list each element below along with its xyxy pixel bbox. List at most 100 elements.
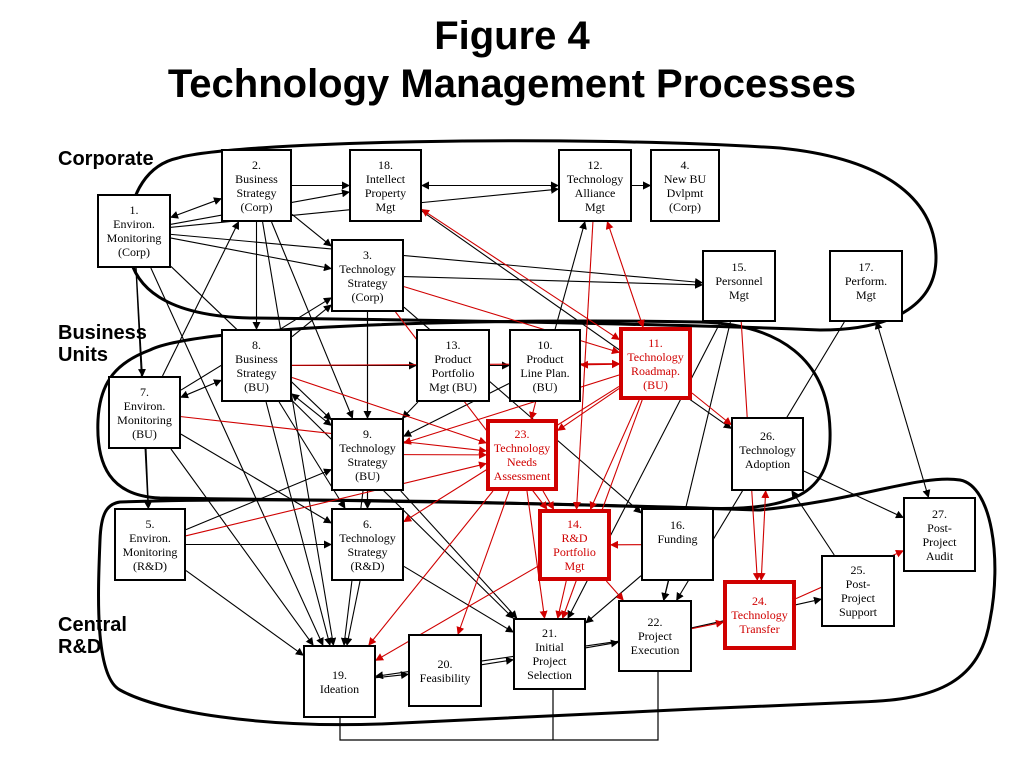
node-label: Personnel Mgt — [715, 274, 763, 302]
node-intellect-property-mgt[interactable]: 18. Intellect Property Mgt — [349, 149, 422, 222]
node-technology-roadmap-bu[interactable]: 11. Technology Roadmap. (BU) — [619, 327, 692, 400]
node-initial-project-selection[interactable]: 21. Initial Project Selection — [513, 618, 586, 690]
node-number: 9. — [363, 426, 372, 441]
node-number: 5. — [145, 516, 155, 531]
node-personnel-mgt[interactable]: 15. Personnel Mgt — [702, 250, 776, 322]
edge-n23-to-n21 — [526, 490, 548, 619]
figure-title-line1: Figure 4 — [434, 14, 590, 58]
edge-n17-to-n27 — [874, 321, 931, 498]
node-environ-monitoring-bu[interactable]: 7. Environ. Monitoring (BU) — [108, 376, 181, 449]
node-technology-adoption[interactable]: 26. Technology Adoption — [731, 417, 804, 491]
node-technology-strategy-rd[interactable]: 6. Technology Strategy (R&D) — [331, 508, 404, 581]
node-project-execution[interactable]: 22. Project Execution — [618, 600, 692, 672]
node-post-project-audit[interactable]: 27. Post- Project Audit — [903, 497, 976, 572]
node-label: Technology Alliance Mgt — [566, 171, 624, 214]
node-label: Ideation — [319, 681, 360, 696]
node-new-bu-dvlpmt-corp[interactable]: 4. New BU Dvlpmt (Corp) — [650, 149, 720, 222]
node-feasibility[interactable]: 20. Feasibility — [408, 634, 482, 707]
edge-n14-to-n21 — [555, 580, 567, 619]
edge-n2-to-n3 — [291, 213, 332, 247]
node-label: New BU Dvlpmt (Corp) — [663, 171, 707, 214]
edge-n23-to-n14 — [542, 490, 555, 510]
node-technology-strategy-bu[interactable]: 9. Technology Strategy (BU) — [331, 418, 404, 491]
edge-n1-to-n19 — [150, 267, 324, 646]
edge-n25-to-n26 — [791, 490, 835, 556]
node-number: 6. — [363, 516, 372, 531]
node-label: R&D Portfolio Mgt — [553, 531, 596, 573]
node-perform-mgt[interactable]: 17. Perform. Mgt — [829, 250, 903, 322]
edge-n9-to-n21 — [400, 490, 518, 619]
node-label: Technology Transfer — [731, 608, 788, 636]
node-business-strategy-bu[interactable]: 8. Business Strategy (BU) — [221, 329, 292, 402]
corporate-region-outline — [126, 139, 938, 332]
node-label: Initial Project Selection — [527, 640, 572, 682]
edge-n16-to-n21 — [585, 575, 642, 624]
node-number: 10. — [537, 337, 553, 352]
node-product-line-plan-bu[interactable]: 10. Product Line Plan. (BU) — [509, 329, 581, 402]
node-technology-needs-assessment[interactable]: 23. Technology Needs Assessment — [486, 419, 558, 491]
node-number: 15. — [731, 260, 747, 274]
edge-n8-to-n9 — [291, 393, 332, 426]
node-funding[interactable]: 16. Funding — [641, 508, 714, 581]
node-label: Environ. Monitoring (BU) — [117, 398, 172, 441]
node-environ-monitoring-rd[interactable]: 5. Environ. Monitoring (R&D) — [114, 508, 186, 581]
edge-n5-to-n9 — [185, 468, 332, 531]
node-number: 12. — [587, 157, 603, 172]
node-number: 21. — [542, 626, 557, 640]
figure-title: Figure 4 Technology Management Processes — [0, 12, 1024, 108]
region-label-business-units: Business Units — [58, 322, 147, 366]
node-number: 22. — [647, 615, 663, 629]
edge-n26-to-n24 — [757, 490, 770, 581]
node-label: Technology Strategy (Corp) — [339, 261, 396, 304]
node-label: Technology Strategy (BU) — [339, 440, 396, 483]
node-number: 11. — [648, 335, 663, 350]
node-label: Feasibility — [419, 670, 471, 685]
edge-n5-to-n23 — [185, 461, 487, 537]
node-label: Technology Needs Assessment — [493, 441, 551, 483]
edge-n7-to-n8 — [180, 379, 222, 399]
node-label: Environ. Monitoring (R&D) — [122, 530, 178, 573]
node-number: 4. — [680, 157, 690, 172]
edge-n10-to-n9 — [403, 383, 510, 437]
node-label: Technology Adoption — [739, 443, 796, 471]
region-label-central-rd: Central R&D — [58, 614, 127, 658]
edge-n22-to-n24 — [691, 619, 724, 630]
region-label-business-units-text: Business Units — [58, 322, 147, 366]
node-label: Business Strategy (Corp) — [235, 171, 278, 214]
edge-n14-to-n22 — [605, 580, 624, 601]
node-technology-transfer[interactable]: 24. Technology Transfer — [723, 580, 796, 650]
node-label: Environ. Monitoring (Corp) — [106, 217, 162, 259]
edge-n8-to-n23 — [291, 376, 487, 445]
edge-n1-to-n2 — [170, 197, 222, 219]
node-product-portfolio-mgt-bu[interactable]: 13. Product Portfolio Mgt (BU) — [416, 329, 490, 402]
node-number: 16. — [670, 518, 685, 532]
edge-n14-to-n19 — [375, 565, 539, 661]
edge-n10-to-n23 — [529, 401, 537, 420]
node-technology-alliance-mgt[interactable]: 12. Technology Alliance Mgt — [558, 149, 632, 222]
node-rd-portfolio-mgt[interactable]: 14. R&D Portfolio Mgt — [538, 509, 611, 581]
node-number: 17. — [858, 260, 874, 274]
node-label: Perform. Mgt — [844, 274, 888, 302]
node-label: Project Execution — [630, 629, 680, 657]
edge-n11-to-n26 — [691, 392, 732, 426]
edge-n26-to-n27 — [803, 470, 904, 519]
node-label: Technology Strategy (R&D) — [339, 530, 396, 573]
edge-n7-to-n2 — [162, 221, 239, 377]
node-label: Technology Roadmap. (BU) — [627, 349, 684, 392]
node-technology-strategy-corp[interactable]: 3. Technology Strategy (Corp) — [331, 239, 404, 312]
edge-n1-to-n15 — [170, 233, 703, 286]
node-number: 18. — [378, 157, 393, 172]
edge-n8-to-n19 — [265, 401, 333, 646]
edge-n6-to-n21 — [403, 565, 514, 633]
edge-n10-to-n12 — [554, 221, 587, 330]
node-number: 19. — [332, 667, 347, 682]
node-number: 20. — [437, 656, 453, 671]
feedback-loop-line — [339, 670, 659, 741]
node-business-strategy-corp[interactable]: 2. Business Strategy (Corp) — [221, 149, 292, 222]
node-environ-monitoring-corp[interactable]: 1. Environ. Monitoring (Corp) — [97, 194, 171, 268]
edge-n7-to-n5 — [144, 448, 153, 509]
node-ideation[interactable]: 19. Ideation — [303, 645, 376, 718]
node-post-project-support[interactable]: 25. Post- Project Support — [821, 555, 895, 627]
edge-n18-to-n11 — [421, 209, 620, 340]
edge-n2-to-n19 — [262, 221, 337, 646]
